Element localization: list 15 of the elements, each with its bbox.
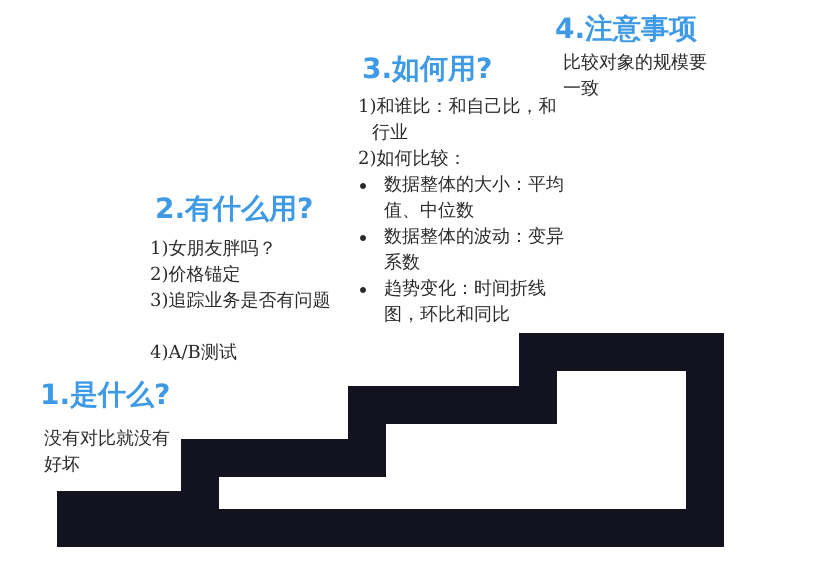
bullet-item: 数据整体的大小：平均值、中位数 (384, 173, 564, 223)
step-heading: 2.有什么用? (155, 192, 314, 226)
list-item: 1)和谁比：和自己比，和行业 (358, 95, 558, 145)
step-text: 没有对比就没有好坏 (44, 427, 171, 477)
list-item: 2)价格锚定 (150, 263, 242, 287)
bullet-item: 数据整体的波动：变异系数 (384, 225, 564, 275)
list-item: 2)如何比较： (358, 147, 468, 171)
list-item: 1)女朋友胖吗？ (150, 237, 278, 261)
list-item: 3)追踪业务是否有问题 (150, 289, 332, 313)
step-heading: 4.注意事项 (555, 12, 698, 46)
step-heading: 1.是什么? (40, 378, 170, 412)
step-heading: 3.如何用? (362, 52, 492, 86)
list-item: 4)A/B测试 (150, 341, 238, 365)
step-text: 比较对象的规模要一致 (563, 51, 708, 101)
bullet-item: 趋势变化：时间折线图，环比和同比 (384, 277, 547, 327)
